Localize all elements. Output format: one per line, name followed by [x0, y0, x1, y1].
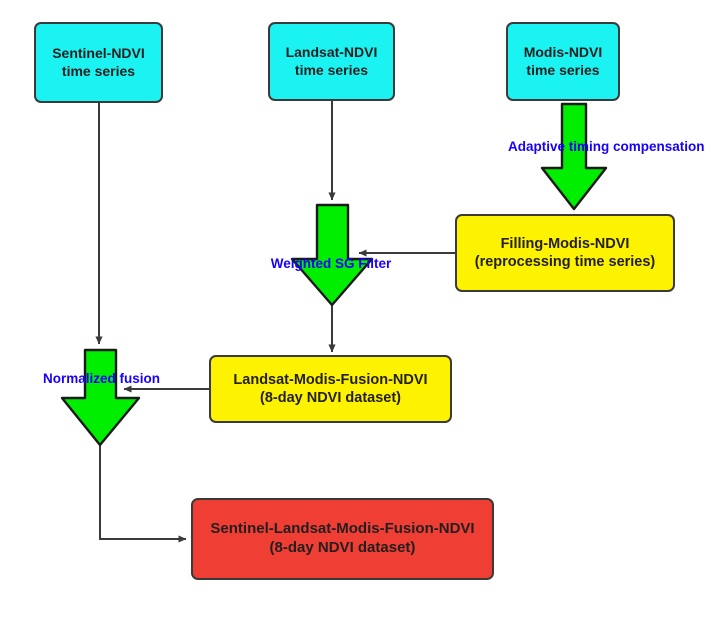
- node-landsat-modis-fusion[interactable]: Landsat-Modis-Fusion-NDVI (8-day NDVI da…: [209, 355, 452, 423]
- connector-fusion-to-output: [99, 445, 187, 543]
- node-landsat-source[interactable]: Landsat-NDVI time series: [268, 22, 395, 101]
- node-landsat-source-line2: time series: [294, 61, 369, 78]
- node-modis-source[interactable]: Modis-NDVI time series: [506, 22, 620, 101]
- node-filling-modis-line1: Filling-Modis-NDVI: [500, 235, 630, 252]
- node-sentinel-landsat-modis-fusion-line1: Sentinel-Landsat-Modis-Fusion-NDVI: [210, 520, 475, 538]
- node-filling-modis-label: Filling-Modis-NDVI (reprocessing time se…: [475, 235, 656, 271]
- node-sentinel-source-label: Sentinel-NDVI time series: [52, 45, 145, 80]
- node-modis-source-label: Modis-NDVI time series: [524, 44, 603, 79]
- node-sentinel-source[interactable]: Sentinel-NDVI time series: [34, 22, 163, 103]
- node-sentinel-source-line1: Sentinel-NDVI: [52, 45, 145, 61]
- node-modis-source-line1: Modis-NDVI: [523, 44, 603, 60]
- node-landsat-source-label: Landsat-NDVI time series: [286, 44, 378, 79]
- process-arrow-normalized-fusion: [60, 348, 141, 447]
- node-sentinel-landsat-modis-fusion-line2: (8-day NDVI dataset): [269, 539, 416, 556]
- node-landsat-modis-fusion-label: Landsat-Modis-Fusion-NDVI (8-day NDVI da…: [233, 371, 427, 407]
- node-sentinel-landsat-modis-fusion-label: Sentinel-Landsat-Modis-Fusion-NDVI (8-da…: [210, 520, 474, 558]
- process-arrow-adaptive-timing-compensation: [540, 102, 608, 211]
- node-modis-source-line2: time series: [526, 61, 600, 78]
- node-landsat-source-line1: Landsat-NDVI: [285, 44, 378, 60]
- node-landsat-modis-fusion-line2: (8-day NDVI dataset): [259, 390, 401, 406]
- process-arrow-weighted-sg-filter: [290, 203, 374, 307]
- node-filling-modis[interactable]: Filling-Modis-NDVI (reprocessing time se…: [455, 214, 675, 292]
- node-landsat-modis-fusion-line1: Landsat-Modis-Fusion-NDVI: [233, 371, 428, 388]
- node-sentinel-source-line2: time series: [61, 62, 136, 79]
- node-sentinel-landsat-modis-fusion[interactable]: Sentinel-Landsat-Modis-Fusion-NDVI (8-da…: [191, 498, 494, 580]
- node-filling-modis-line2: (reprocessing time series): [474, 254, 656, 270]
